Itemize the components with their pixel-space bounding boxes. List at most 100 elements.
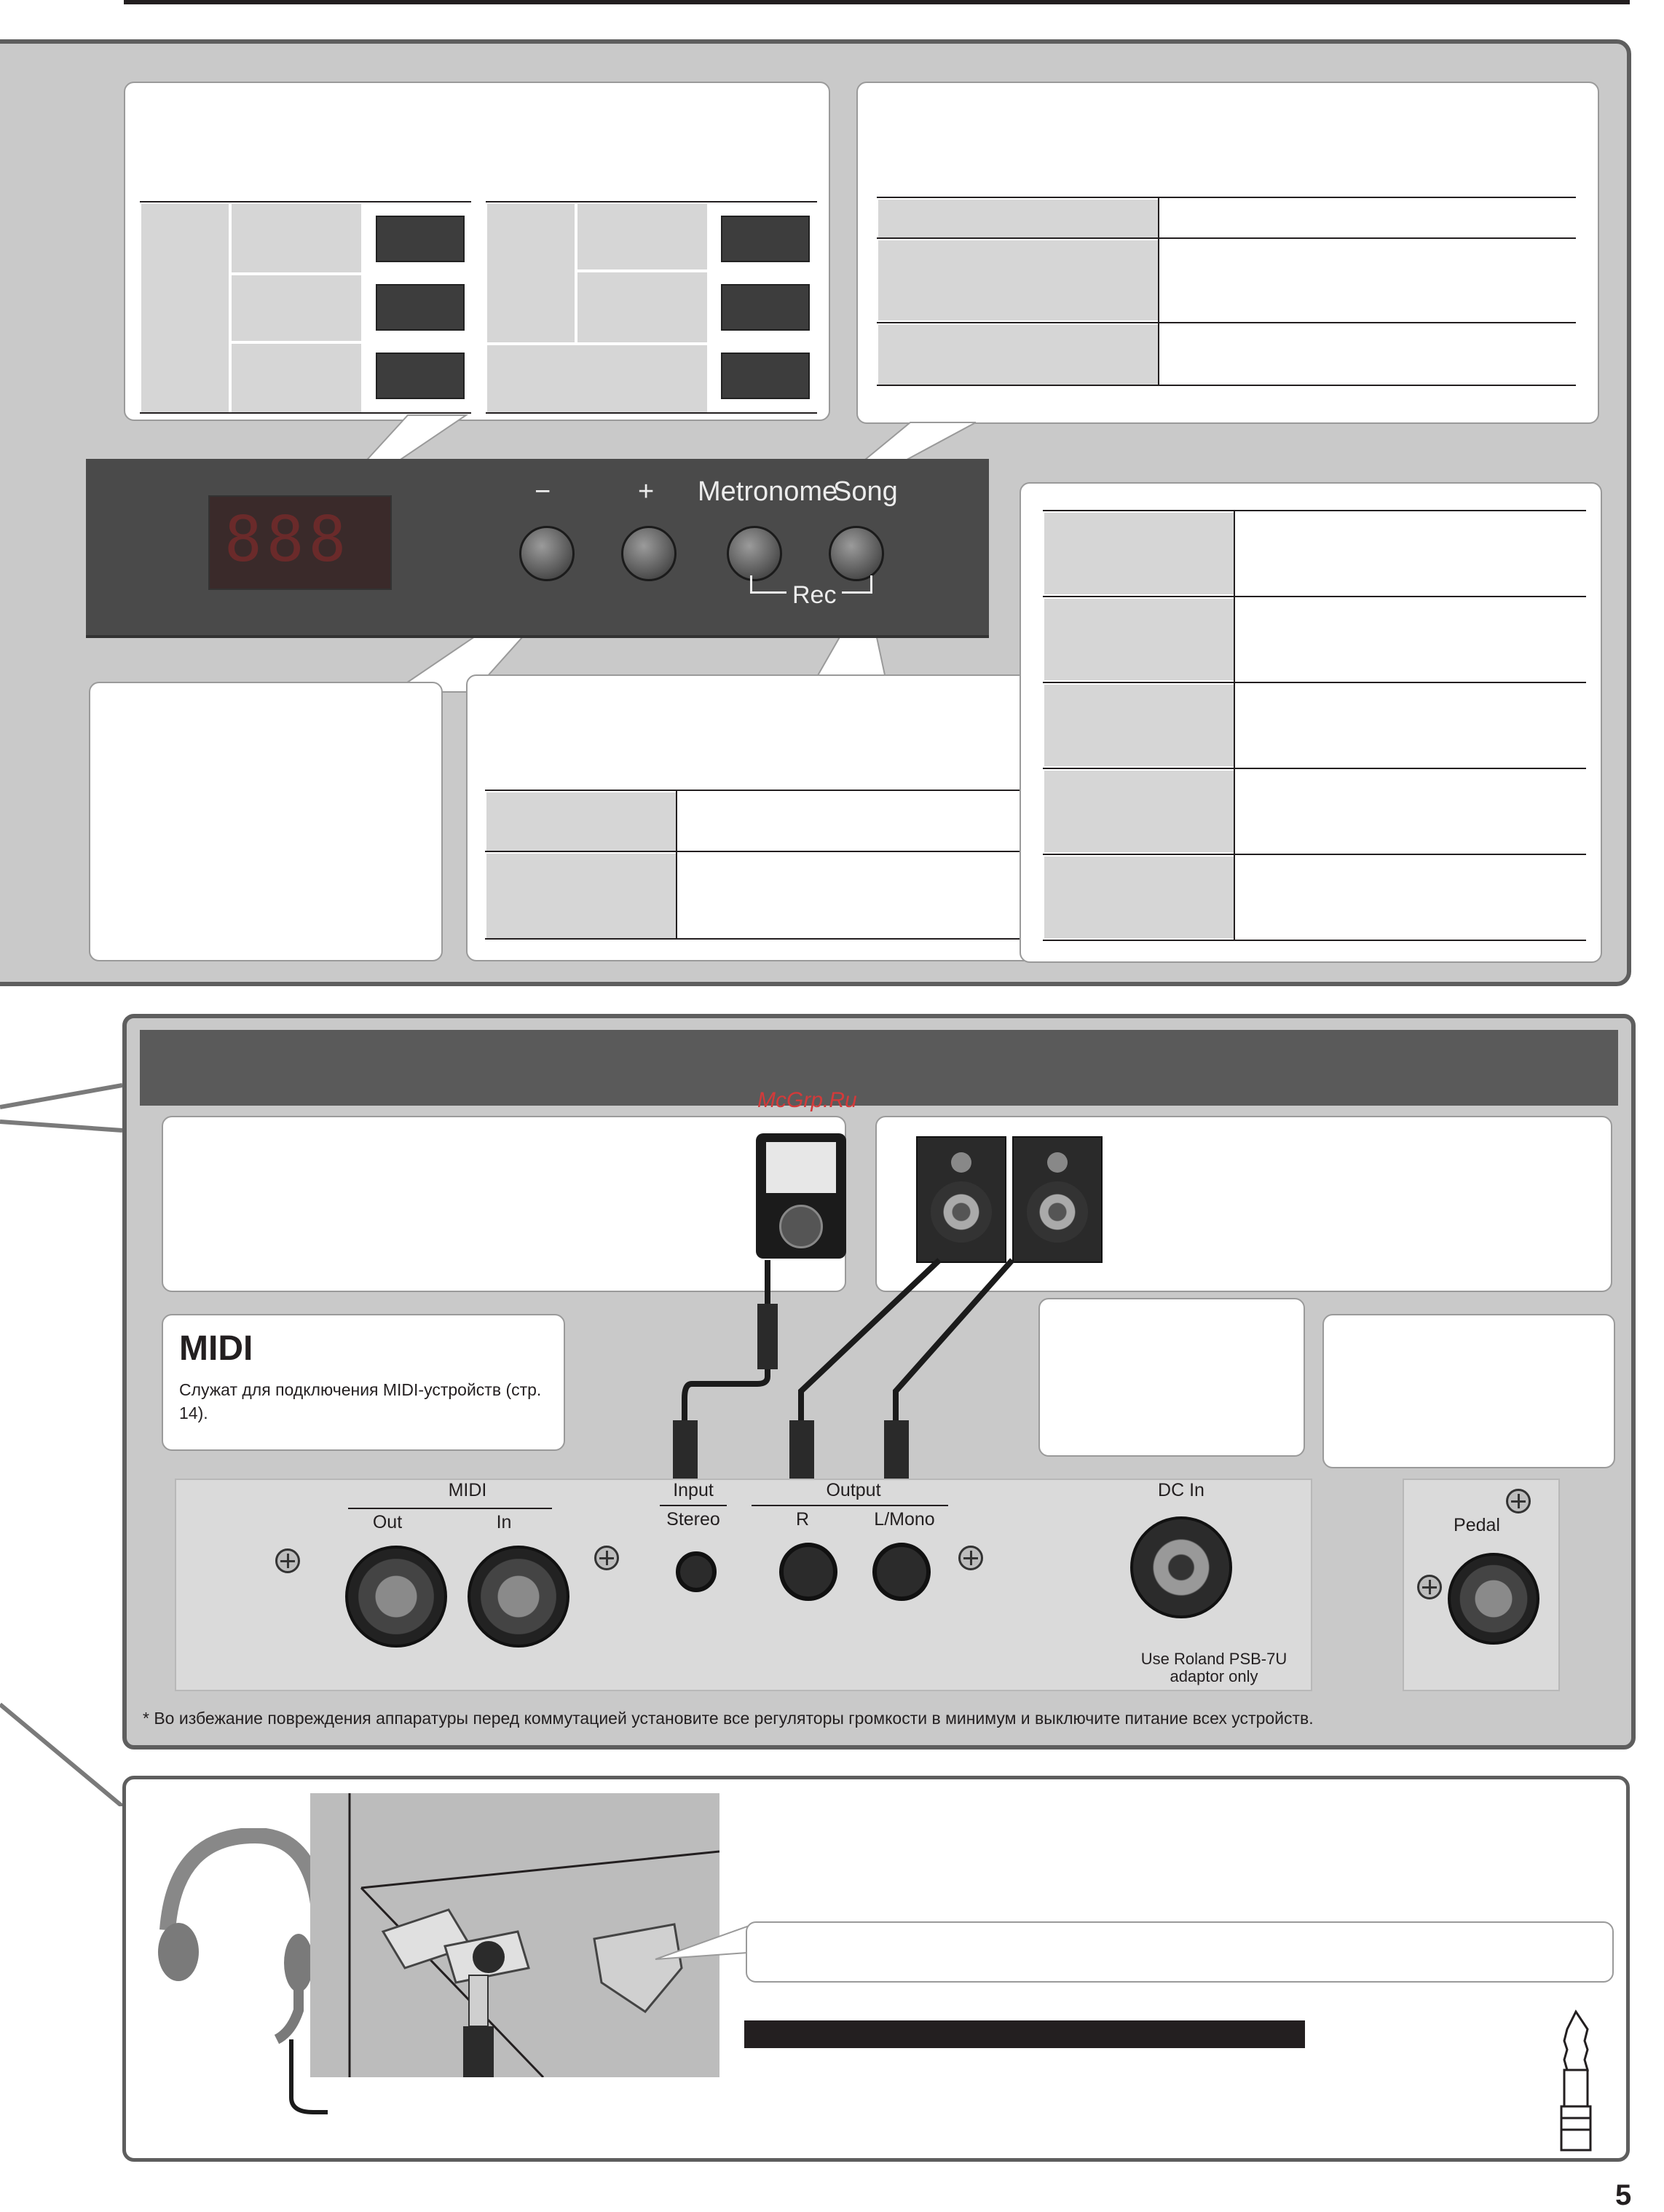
led-digits: 888 <box>224 503 351 576</box>
table-rule <box>877 322 1576 323</box>
table-cell <box>878 200 1158 237</box>
table-cell <box>487 345 707 412</box>
table-cell <box>878 325 1158 385</box>
dc-in-port[interactable] <box>1130 1516 1232 1618</box>
speaker-woofer <box>1027 1181 1088 1243</box>
minus-label: − <box>535 476 551 507</box>
speaker-woofer <box>931 1181 992 1243</box>
song-callout-box <box>466 674 1034 961</box>
player-screen <box>766 1142 836 1193</box>
pedal-jack-panel: Pedal <box>1403 1479 1560 1691</box>
table-cell <box>1044 685 1234 766</box>
output-r-jack[interactable] <box>779 1543 837 1601</box>
table-rule <box>877 237 1576 239</box>
dc-in-callout-box <box>1038 1298 1305 1457</box>
table-rule <box>485 851 1020 852</box>
watermark: McGrp.Ru <box>757 1088 857 1112</box>
screw-icon <box>594 1546 619 1570</box>
rec-label: Rec <box>786 581 843 610</box>
table-rule <box>1043 768 1586 769</box>
table-cell <box>486 792 676 851</box>
input-label: Input <box>673 1480 714 1500</box>
display-indicator <box>721 216 810 262</box>
control-panel: 888 − + Metronome Song Rec <box>86 459 989 635</box>
midi-jack-label: MIDI <box>448 1480 487 1500</box>
input-bracket <box>660 1505 727 1506</box>
volume-callout-box <box>89 682 443 961</box>
caution-bar <box>744 2020 1305 2048</box>
connection-header-bar <box>140 1030 1618 1106</box>
table-rule <box>486 412 817 414</box>
output-bracket <box>752 1505 948 1506</box>
stereo-label: Stereo <box>666 1509 720 1530</box>
headphone-hook-pointer <box>655 1921 757 1960</box>
table-cell <box>232 204 361 272</box>
table-rule <box>1043 940 1586 941</box>
adaptor-note: Use Roland PSB-7U adaptor only <box>1140 1650 1288 1685</box>
page-number: 5 <box>1615 2179 1632 2211</box>
minus-button[interactable] <box>519 526 575 581</box>
display-callout-box <box>124 82 830 421</box>
metronome-button[interactable] <box>727 526 782 581</box>
table-cell <box>1044 771 1234 852</box>
table-rule <box>877 385 1576 386</box>
table-rule <box>485 938 1020 940</box>
table-rule <box>1043 682 1586 683</box>
piano-underside-drawing <box>348 1793 719 2077</box>
plus-label: + <box>638 476 655 507</box>
pedal-callout-box <box>1322 1314 1615 1468</box>
screw-icon <box>1506 1489 1531 1514</box>
led-display: 888 <box>208 495 392 590</box>
screw-icon <box>958 1546 983 1570</box>
headphones-image <box>158 1828 328 2114</box>
speaker-image-right <box>1012 1136 1103 1263</box>
input-stereo-jack[interactable] <box>676 1551 717 1592</box>
dc-in-label: DC In <box>1158 1480 1204 1500</box>
table-rule <box>676 790 677 940</box>
output-l-mono-jack[interactable] <box>872 1543 931 1601</box>
table-rule <box>486 201 817 202</box>
table-cell <box>232 344 361 412</box>
r-label: R <box>795 1509 810 1530</box>
midi-heading: MIDI <box>179 1329 253 1368</box>
display-indicator <box>376 216 465 262</box>
output-label: Output <box>826 1480 881 1500</box>
pedal-port[interactable] <box>1448 1553 1539 1645</box>
table-cell <box>486 854 676 938</box>
table-cell <box>1044 599 1234 680</box>
rear-jack-panel: MIDI Out In Input Stereo Output R L/Mono… <box>175 1479 1312 1691</box>
midi-bracket <box>348 1508 552 1509</box>
table-rule <box>1043 854 1586 855</box>
table-cell <box>577 204 707 269</box>
speaker-tweeter <box>1047 1152 1068 1173</box>
table-cell <box>141 204 229 412</box>
table-rule <box>1043 510 1586 511</box>
midi-callout-box: MIDI Служат для подключения MIDI-устройс… <box>162 1314 565 1451</box>
table-rule <box>1234 510 1235 940</box>
display-indicator <box>721 353 810 399</box>
screw-icon <box>1417 1575 1442 1599</box>
song-label: Song <box>833 476 898 507</box>
table-rule <box>140 201 471 202</box>
top-rule <box>124 0 1630 4</box>
audio-player-image <box>756 1133 846 1259</box>
table-rule <box>1158 197 1159 386</box>
midi-in-port[interactable] <box>468 1546 569 1648</box>
table-cell <box>1044 857 1234 938</box>
table-rule <box>877 197 1576 198</box>
midi-out-port[interactable] <box>345 1546 447 1648</box>
midi-out-label: Out <box>372 1512 403 1532</box>
song-button[interactable] <box>829 526 884 581</box>
table-cell <box>1044 513 1234 594</box>
stereo-plug-icon <box>1560 2010 1592 2152</box>
screw-icon <box>275 1548 300 1573</box>
midi-description: Служат для подключения MIDI-устройств (с… <box>179 1380 542 1422</box>
section-pointer-lines <box>0 1083 124 1806</box>
input-callout-box <box>162 1116 846 1292</box>
plus-button[interactable] <box>621 526 677 581</box>
table-rule <box>140 412 471 414</box>
piano-underside-image <box>310 1793 719 2077</box>
footnote: * Во избежание повреждения аппаратуры пе… <box>143 1709 1314 1728</box>
table-rule <box>485 790 1020 791</box>
song-functions-box <box>1020 482 1602 963</box>
